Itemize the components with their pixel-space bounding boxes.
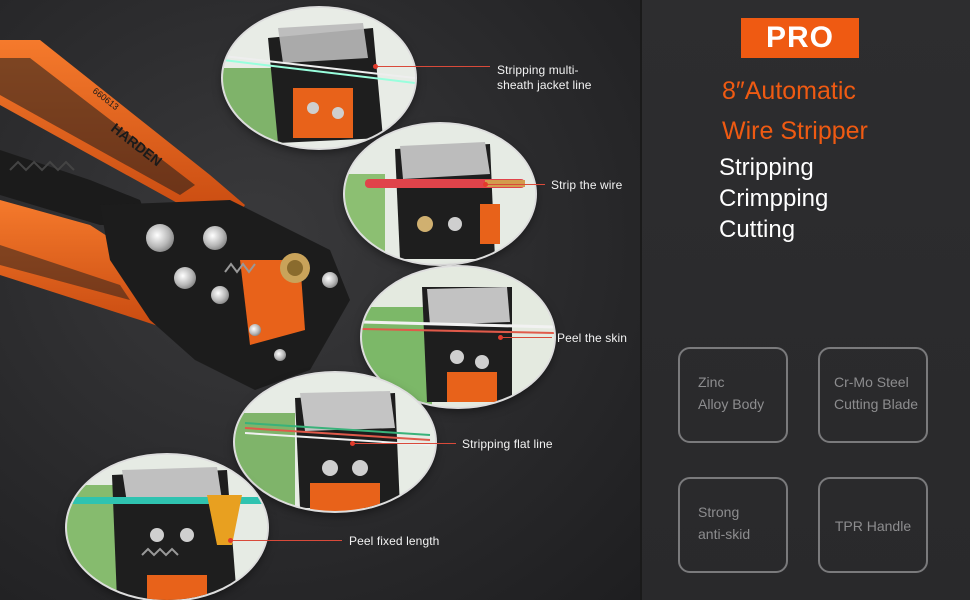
spec-zinc-alloy-body: Zinc Alloy Body bbox=[678, 347, 788, 443]
spec-anti-skid: Strong anti-skid bbox=[678, 477, 788, 573]
callout-strip-wire: Strip the wire bbox=[551, 178, 622, 193]
wire-stripper-illustration: HARDEN 660613 bbox=[0, 40, 350, 390]
pro-badge: PRO bbox=[741, 18, 859, 58]
product-image-panel: HARDEN 660613 Stripping multi- sheath ja… bbox=[0, 0, 640, 600]
detail-bubble-flat-line bbox=[235, 373, 435, 511]
callout-fixed-length: Peel fixed length bbox=[349, 534, 439, 549]
callout-flat-line: Stripping flat line bbox=[462, 437, 553, 452]
spec-line: anti-skid bbox=[698, 526, 751, 542]
detail-bubble-peel-skin bbox=[362, 267, 554, 407]
spec-line: TPR Handle bbox=[834, 518, 912, 534]
feature-cutting: Cutting bbox=[719, 216, 796, 243]
callout-dot bbox=[350, 441, 355, 446]
callout-line bbox=[230, 540, 342, 541]
callout-line bbox=[500, 337, 552, 338]
spec-line: Cutting Blade bbox=[834, 396, 919, 412]
spec-tpr-handle: TPR Handle bbox=[818, 477, 928, 573]
callout-dot bbox=[373, 64, 378, 69]
callout-dot bbox=[228, 538, 233, 543]
callout-line bbox=[352, 443, 456, 444]
callout-multi-sheath: Stripping multi- sheath jacket line bbox=[497, 63, 592, 93]
info-panel: PRO 8″Automatic Wire Stripper Stripping … bbox=[642, 0, 970, 600]
spec-line: Alloy Body bbox=[698, 396, 765, 412]
callout-line bbox=[485, 184, 545, 185]
detail-bubble-strip-wire bbox=[345, 124, 535, 264]
callout-label: Peel the skin bbox=[557, 331, 628, 345]
detail-bubble-multi-sheath bbox=[223, 8, 415, 148]
callout-label: sheath jacket line bbox=[497, 78, 592, 92]
detail-bubble-fixed-length bbox=[67, 455, 267, 600]
spec-line: Strong bbox=[698, 504, 740, 520]
callout-dot bbox=[483, 182, 488, 187]
callout-label: Peel fixed length bbox=[349, 534, 440, 548]
callout-label: Stripping flat line bbox=[462, 437, 553, 451]
product-title-line2: Wire Stripper bbox=[722, 117, 868, 145]
spec-line: Cr-Mo Steel bbox=[834, 374, 909, 390]
panel-divider bbox=[640, 0, 642, 600]
callout-peel-skin: Peel the skin bbox=[557, 331, 627, 346]
callout-label: Strip the wire bbox=[551, 178, 623, 192]
callout-label: Stripping multi- bbox=[497, 63, 579, 77]
callout-line bbox=[375, 66, 490, 67]
callout-dot bbox=[498, 335, 503, 340]
spec-line: Zinc bbox=[698, 374, 725, 390]
product-title-line1: 8″Automatic bbox=[722, 77, 856, 105]
spec-cutting-blade: Cr-Mo Steel Cutting Blade bbox=[818, 347, 928, 443]
feature-stripping: Stripping bbox=[719, 154, 814, 181]
feature-crimping: Crimpping bbox=[719, 185, 829, 212]
